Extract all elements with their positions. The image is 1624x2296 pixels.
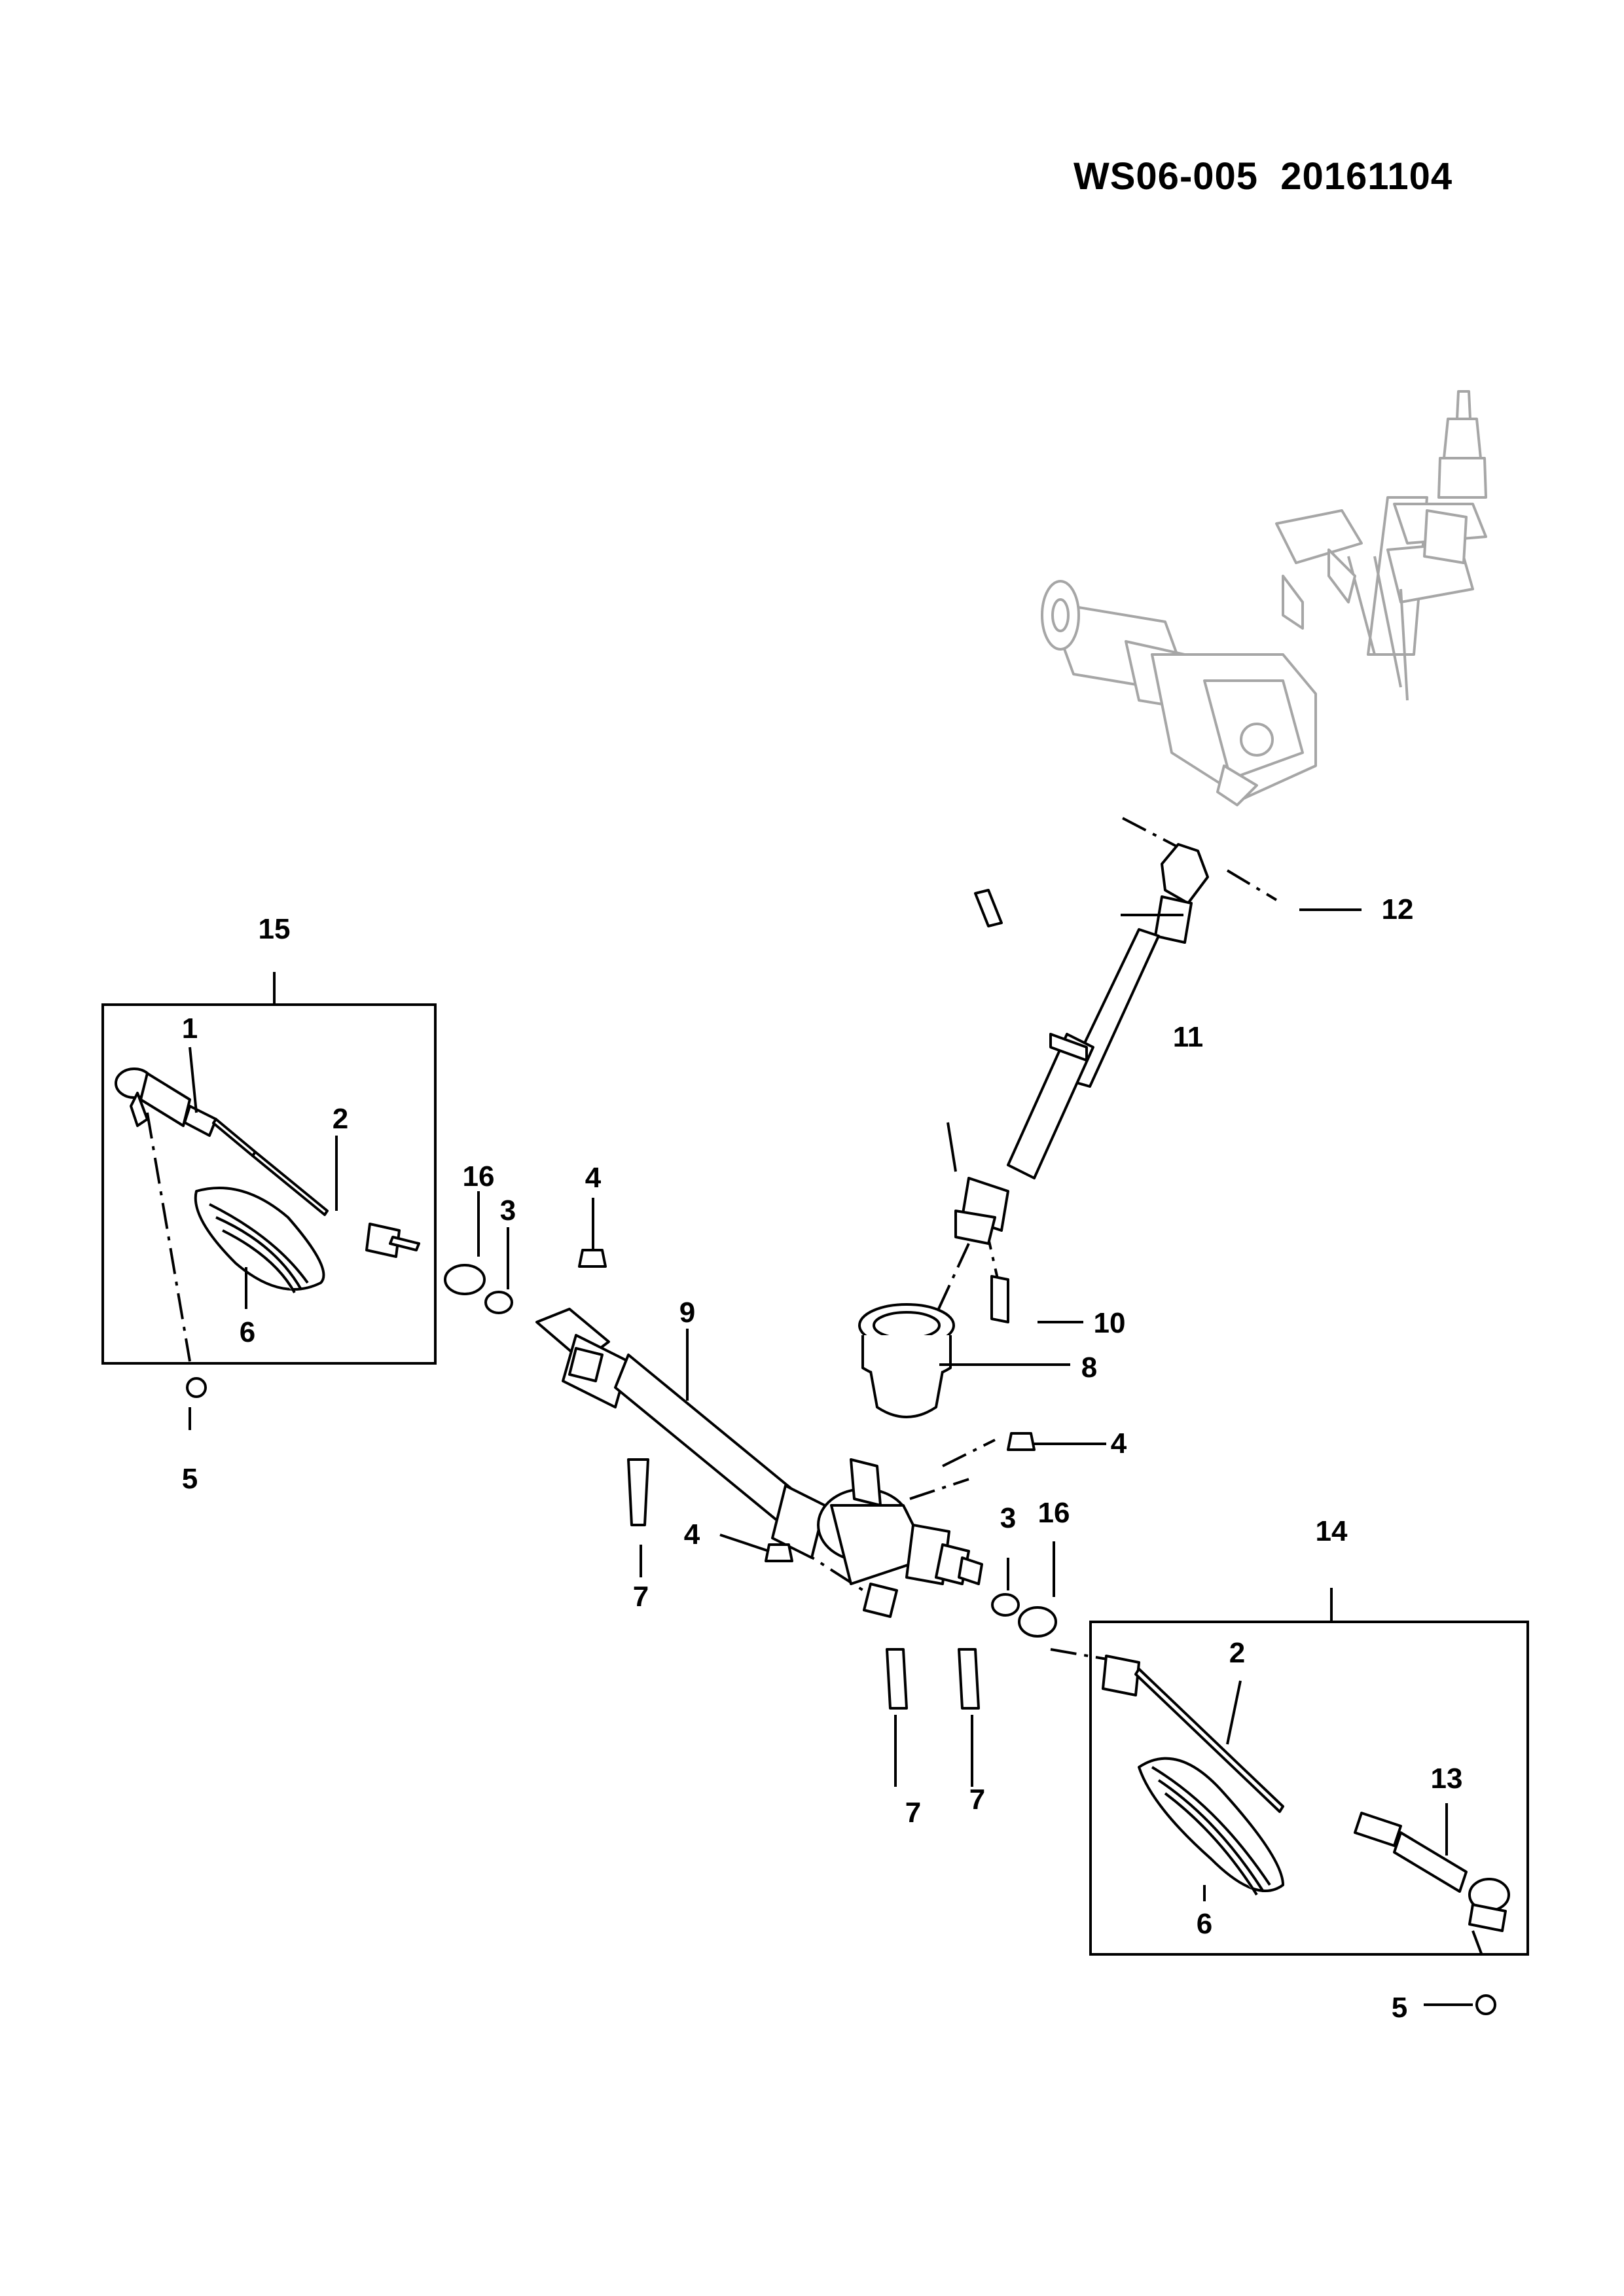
left-tie-rod-assembly-box [101,1003,437,1365]
left-tie-rod-parts [115,1067,420,1398]
steering-rack [535,1308,983,1618]
callout-2-right: 2 [1229,1637,1246,1669]
callout-13: 13 [1430,1763,1463,1795]
callout-3-right: 3 [1000,1502,1017,1534]
callout-9: 9 [679,1297,696,1329]
callout-5-right: 5 [1391,1992,1408,2024]
document-code: WS06-005 [1074,155,1259,198]
right-tie-rod-parts [1102,1655,1510,2015]
callout-11: 11 [1172,1021,1204,1053]
callout-6-left: 6 [239,1316,256,1348]
callout-4-right: 4 [1110,1427,1127,1460]
callout-10: 10 [1093,1307,1126,1339]
callout-15: 15 [258,913,291,945]
intermediate-shaft [954,843,1209,1323]
callout-16-right: 16 [1038,1497,1070,1529]
leader-lines [189,908,1473,2006]
steering-column-ghost [1041,390,1487,806]
callout-14: 14 [1315,1515,1348,1547]
small-parts [444,889,1057,1710]
callout-2-left: 2 [332,1103,349,1135]
right-tie-rod-assembly-box [1089,1621,1529,1956]
callout-4-top: 4 [585,1162,602,1194]
callout-5-left: 5 [181,1463,198,1495]
pinion-boot [858,1303,955,1418]
callout-1: 1 [181,1013,198,1045]
document-date: 20161104 [1280,155,1453,198]
callout-7-left: 7 [632,1581,649,1613]
callout-4-left: 4 [683,1518,700,1551]
callout-7-middle: 7 [905,1797,922,1829]
callout-16-left: 16 [462,1160,495,1193]
document-id: WS06-005 20161104 [1074,154,1453,198]
callout-7-right: 7 [969,1784,986,1816]
callout-3-left: 3 [499,1194,516,1227]
callout-6-right: 6 [1196,1908,1213,1940]
callout-8: 8 [1081,1352,1098,1384]
callout-12: 12 [1381,893,1414,925]
